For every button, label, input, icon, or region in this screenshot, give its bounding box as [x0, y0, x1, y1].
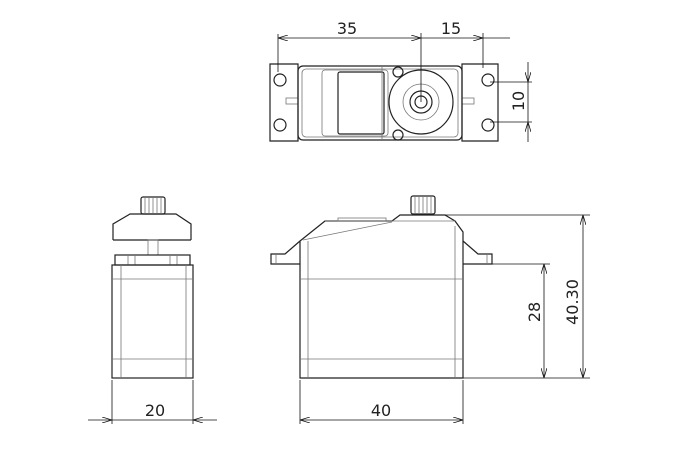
- side-view: 20: [88, 196, 217, 424]
- dim-40-label: 40: [371, 401, 391, 420]
- dim-15-label: 15: [441, 19, 461, 38]
- dim-35-label: 35: [337, 19, 357, 38]
- top-view: 35 15 10: [269, 19, 532, 142]
- dim-28-label: 28: [525, 302, 544, 322]
- dim-20-label: 20: [145, 401, 165, 420]
- dim-40-30-label: 40.30: [563, 279, 582, 325]
- dim-10-label: 10: [509, 91, 528, 111]
- front-view: 28 40.30 40: [270, 195, 590, 424]
